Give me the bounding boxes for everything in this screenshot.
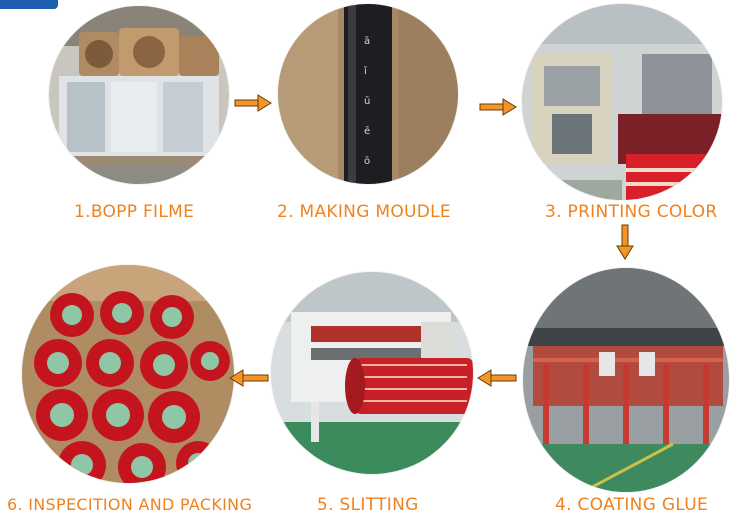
- step-4-label: 4. COATING GLUE: [555, 495, 709, 515]
- svg-text:ō: ō: [364, 156, 370, 167]
- svg-text:ā: ā: [364, 36, 370, 47]
- left-arrow-icon: [477, 369, 517, 387]
- svg-text:ē: ē: [364, 126, 370, 137]
- right-arrow-icon: [479, 98, 517, 116]
- left-arrow-icon: [229, 369, 269, 387]
- step-2-label: 2. MAKING MOUDLE: [277, 202, 451, 222]
- slitting-machine-photo: [271, 272, 473, 474]
- bopp-film-rolls-photo: [49, 6, 229, 184]
- svg-text:ī: ī: [363, 66, 367, 77]
- down-arrow-icon: [616, 224, 634, 260]
- printing-cylinder-photo: ā ī ū ē ō: [278, 4, 458, 184]
- corner-mark: [0, 0, 58, 9]
- step-5-label: 5. SLITTING: [317, 495, 419, 515]
- step-1-label: 1.BOPP FILME: [74, 202, 195, 222]
- right-arrow-icon: [234, 94, 272, 112]
- step-6-label: 6. INSPECITION AND PACKING: [7, 495, 253, 514]
- tape-rolls-packing-photo: [22, 265, 234, 483]
- step-3-label: 3. PRINTING COLOR: [545, 202, 718, 222]
- printing-machine-photo: [522, 4, 722, 200]
- coating-line-photo: [523, 268, 729, 492]
- svg-text:ū: ū: [364, 96, 370, 107]
